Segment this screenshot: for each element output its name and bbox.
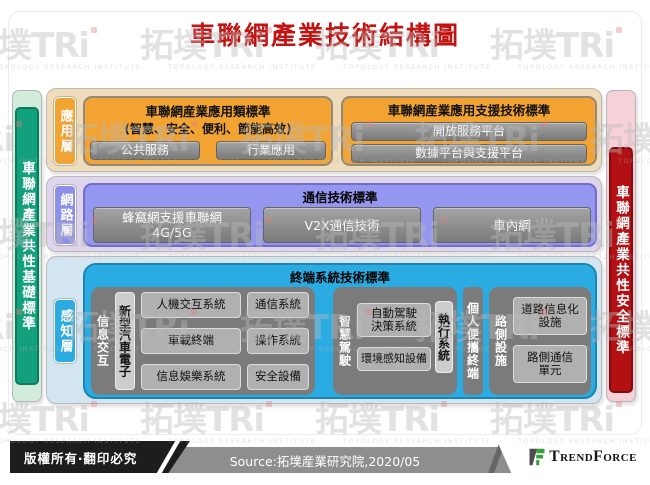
roadside-facilities-label: 路側設施 [493,315,508,367]
source-text: Source:拓墣産業研究院,2020/05 [229,453,421,469]
application-support-standards-title: 車聯網産業應用支援技術標準 [387,103,551,118]
infotainment-system-box: 信息娛樂系統 [141,364,241,390]
operating-system-box: 操作系統 [247,328,309,354]
personal-portable-terminal-strip: 個人便攜終端 [463,287,483,395]
industry-application-box: 行業應用 [216,141,326,160]
hmi-system-box: 人機交互系統 [141,292,241,318]
road-informatization-box: 道路信息化 設施 [513,297,587,335]
application-class-standards-subtitle: (智慧、安全、便利、節能高效) [124,122,292,136]
execution-system-box: 執行系統 [435,301,453,373]
v2x-communication-box: V2X通信技術 [263,207,421,243]
security-standards-label: 車聯網產業共性安全標準 [609,147,633,393]
cellular-4g5g-line2: 4G/5G [152,225,192,240]
safety-equipment-box: 安全設備 [247,364,309,390]
open-service-platform-box: 開放服務平台 [351,122,587,141]
foundation-standards-bar: 車聯網產業共性基礎標準 [12,90,42,402]
road-informatization-line1: 道路信息化 [521,301,579,316]
public-service-box: 公共服務 [90,141,200,160]
perception-layer-label: 感知層 [54,299,76,363]
roadside-communication-line1: 路側通信 [527,349,573,364]
application-class-standards-box: 車聯網産業應用類標準 (智慧、安全、便利、節能高效) 公共服務 行業應用 [83,96,333,166]
cellular-4g5g-line1: 蜂窩網支援車聯網 [121,210,222,225]
foundation-standards-label: 車聯網產業共性基礎標準 [15,107,39,385]
copyright-text: 版權所有‧翻印必究 [24,450,138,466]
information-interaction-panel: 信息交互 新型汽車電子 人機交互系統 通信系統 車載終端 操作系統 信息娛樂系統… [91,287,315,395]
personal-portable-terminal-label: 個人便攜終端 [465,302,480,380]
smart-driving-label: 智慧駕駛 [337,315,352,367]
trendforce-logo-icon [529,448,545,466]
perception-layer-row: 感知層 終端系統技術標準 信息交互 新型汽車電子 人機交互系統 通信系統 車載終… [46,256,602,404]
communication-standards-box: 通信技術標準 蜂窩網支援車聯網 4G/5G V2X通信技術 車內網 [83,183,597,247]
autonomous-decision-line2: 決策系統 [371,319,417,333]
communication-buttons: 蜂窩網支援車聯網 4G/5G V2X通信技術 車內網 [93,207,591,243]
application-layer-row: 應用層 車聯網産業應用類標準 (智慧、安全、便利、節能高效) 公共服務 行業應用… [46,88,602,172]
roadside-communication-unit-box: 路側通信 單元 [513,345,587,383]
roadside-communication-line2: 單元 [538,363,562,377]
network-layer-row: 網路層 通信技術標準 蜂窩網支援車聯網 4G/5G V2X通信技術 車內網 [46,176,602,252]
road-informatization-line2: 設施 [538,315,562,329]
application-layer-label: 應用層 [54,97,76,165]
terminal-system-standards-box: 終端系統技術標準 信息交互 新型汽車電子 人機交互系統 通信系統 車載終端 操作… [83,263,597,399]
application-class-standards-title: 車聯網産業應用類標準 [145,104,271,119]
roadside-facilities-panel: 路側設施 道路信息化 設施 路側通信 單元 [489,287,591,395]
network-layer-label: 網路層 [54,185,76,245]
terminal-system-standards-title: 終端系統技術標準 [289,270,390,285]
information-interaction-label: 信息交互 [95,315,110,367]
autonomous-decision-system-box: 自動駕駛 決策系統 [357,303,431,337]
communication-system-box: 通信系統 [247,292,309,318]
application-support-standards-box: 車聯網産業應用支援技術標準 開放服務平台 數據平台與支援平台 [341,96,597,166]
in-vehicle-network-box: 車內網 [433,207,591,243]
communication-standards-title: 通信技術標準 [302,190,378,205]
page-title: 車聯網產業技術結構圖 [189,23,460,50]
information-interaction-grid: 人機交互系統 通信系統 車載終端 操作系統 信息娛樂系統 安全設備 [141,292,309,390]
autonomous-decision-line1: 自動駕駛 [371,305,417,320]
security-standards-bar: 車聯網產業共性安全標準 [606,90,636,402]
environment-sensing-box: 環境感知設備 [357,347,431,371]
brand-flag: TrendForce [497,441,640,473]
data-support-platform-box: 數據平台與支援平台 [351,144,587,163]
cellular-4g5g-box: 蜂窩網支援車聯網 4G/5G [93,207,251,243]
application-class-buttons: 公共服務 行業應用 [85,141,331,160]
brand-wordmark: TrendForce [549,448,637,465]
new-auto-electronics-box: 新型汽車電子 [115,292,135,390]
slide-frame [8,11,642,435]
onboard-terminal-box: 車載終端 [141,328,241,354]
smart-driving-panel: 智慧駕駛 自動駕駛 決策系統 環境感知設備 執行系統 [333,287,457,395]
